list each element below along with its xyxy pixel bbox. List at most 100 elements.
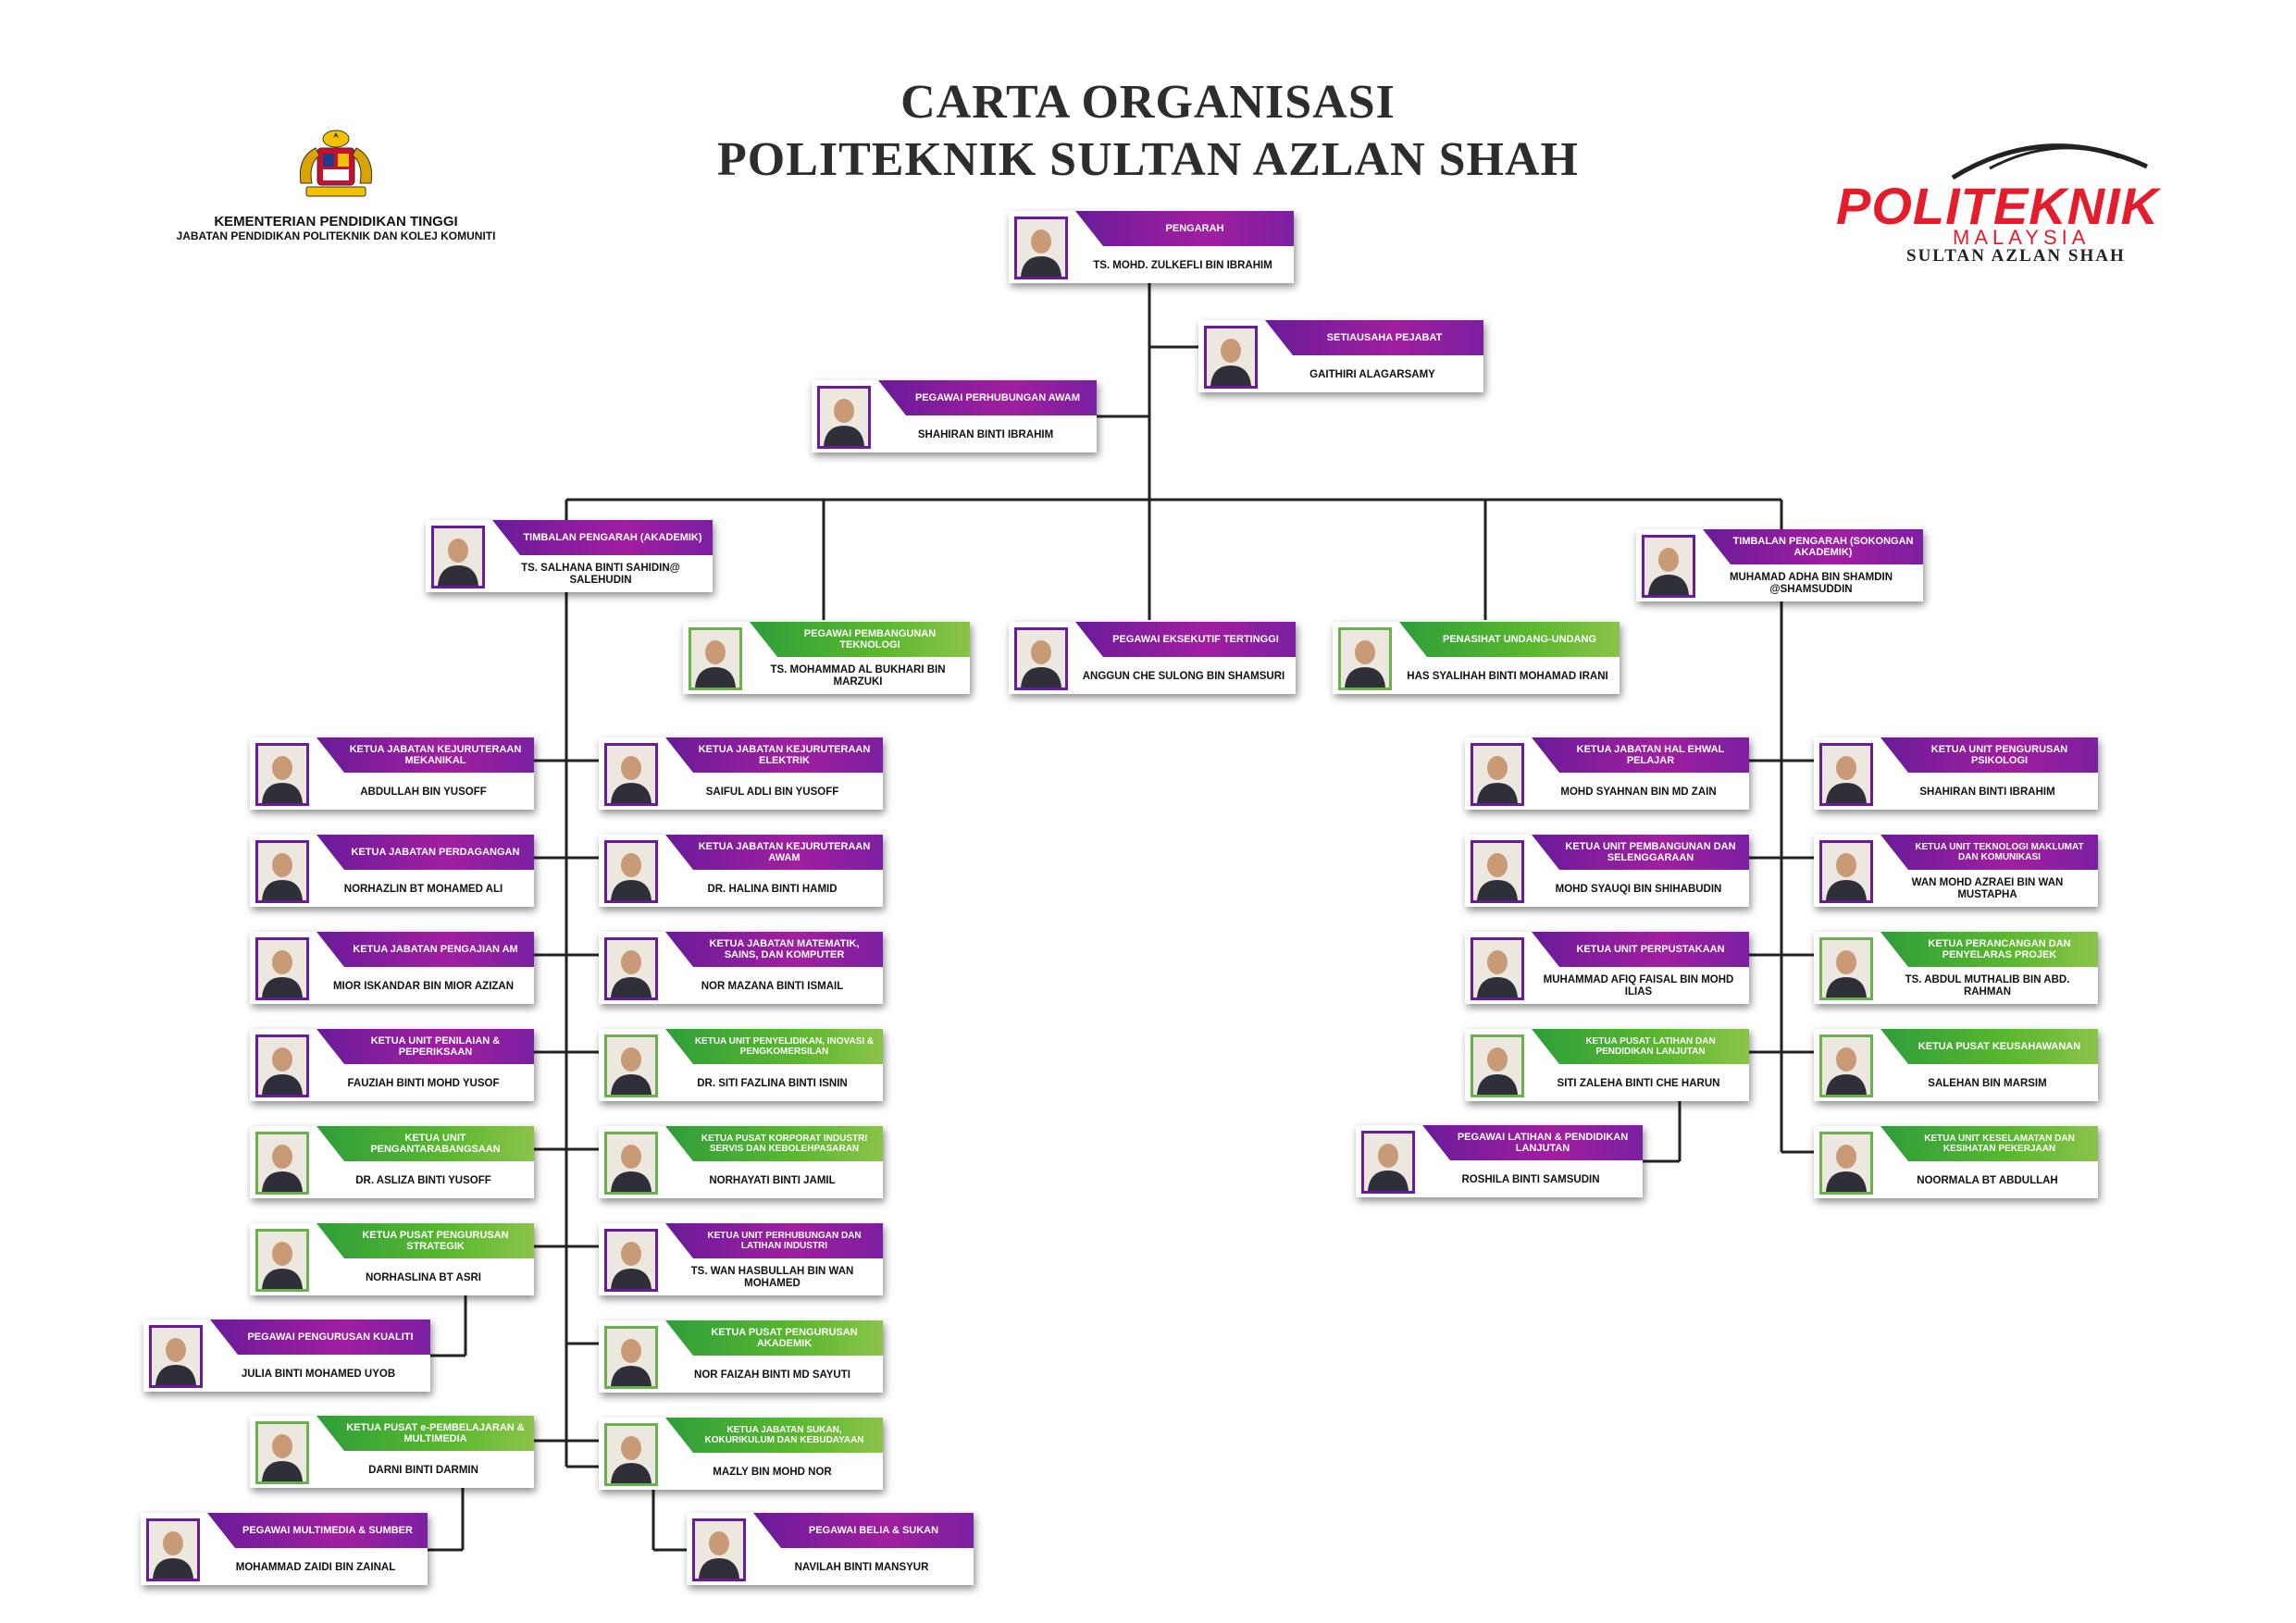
role-label: KETUA PUSAT KEUSAHAWANAN — [1880, 1029, 2098, 1064]
photo-avatar — [149, 1325, 203, 1388]
person-silhouette-icon — [1822, 843, 1870, 900]
person-silhouette-icon — [258, 1037, 306, 1095]
role-label: KETUA JABATAN MATEMATIK, SAINS, DAN KOMP… — [665, 932, 883, 967]
person-silhouette-icon — [607, 1134, 655, 1192]
card-kp-akademik: KETUA PUSAT PENGURUSAN AKADEMIK NOR FAIZ… — [599, 1320, 883, 1393]
card-setiausaha: SETIAUSAHA PEJABAT GAITHIRI ALAGARSAMY — [1198, 320, 1483, 392]
person-name: MOHAMMAD ZAIDI BIN ZAINAL — [235, 1561, 396, 1573]
ministry-name: KEMENTERIAN PENDIDIKAN TINGGI — [214, 214, 458, 229]
photo-avatar — [255, 1035, 309, 1097]
person-name: NAVILAH BINTI MANSYUR — [794, 1561, 929, 1573]
photo-avatar — [146, 1518, 200, 1581]
person-silhouette-icon — [607, 940, 655, 997]
role-label: PENASIHAT UNDANG-UNDANG — [1399, 622, 1620, 657]
person-silhouette-icon — [607, 843, 655, 900]
person-name: TS. MOHD. ZULKEFLI BIN IBRAHIM — [1093, 259, 1272, 271]
person-silhouette-icon — [1473, 746, 1521, 803]
person-silhouette-icon — [607, 1426, 655, 1483]
role-label: KETUA UNIT PENILAIAN & PEPERIKSAAN — [316, 1029, 534, 1064]
card-pembangunan-teknologi: PEGAWAI PEMBANGUNAN TEKNOLOGI TS. MOHAMM… — [683, 622, 970, 694]
role-label: PEGAWAI MULTIMEDIA & SUMBER — [207, 1513, 428, 1548]
photo-avatar — [255, 840, 309, 903]
photo-avatar — [604, 1132, 658, 1195]
person-name: ROSHILA BINTI SAMSUDIN — [1461, 1173, 1600, 1185]
person-silhouette-icon — [1207, 328, 1255, 386]
role-label: SETIAUSAHA PEJABAT — [1265, 320, 1483, 355]
person-silhouette-icon — [152, 1328, 200, 1385]
card-pegawai-multimedia: PEGAWAI MULTIMEDIA & SUMBER MOHAMMAD ZAI… — [141, 1513, 428, 1585]
role-label: PEGAWAI BELIA & SUKAN — [753, 1513, 974, 1548]
person-name: TS. ABDUL MUTHALIB BIN ABD. RAHMAN — [1905, 974, 2070, 997]
role-label: KETUA UNIT PEMBANGUNAN DAN SELENGGARAAN — [1532, 835, 1749, 870]
photo-avatar — [1471, 743, 1524, 806]
photo-avatar — [1471, 937, 1524, 1000]
person-silhouette-icon — [607, 1329, 655, 1386]
photo-avatar — [255, 1132, 309, 1195]
role-label: KETUA UNIT PERPUSTAKAAN — [1532, 932, 1749, 967]
photo-avatar — [604, 1326, 658, 1389]
card-ketua-perancangan: KETUA PERANCANGAN DAN PENYELARAS PROJEK … — [1814, 932, 2098, 1004]
role-label: KETUA JABATAN PERDAGANGAN — [316, 835, 534, 870]
person-name: GAITHIRI ALAGARSAMY — [1309, 368, 1435, 380]
person-name: MIOR ISKANDAR BIN MIOR AZIZAN — [332, 980, 515, 992]
person-name: DR. ASLIZA BINTI YUSOFF — [355, 1174, 491, 1186]
chart-title: CARTA ORGANISASI POLITEKNIK SULTAN AZLAN… — [0, 74, 2296, 189]
person-silhouette-icon — [258, 940, 306, 997]
card-kp-korporat: KETUA PUSAT KORPORAT INDUSTRI SERVIS DAN… — [599, 1126, 883, 1198]
person-silhouette-icon — [1822, 1134, 1870, 1192]
photo-avatar — [1471, 1035, 1524, 1097]
photo-avatar — [1014, 627, 1068, 690]
card-kj-pengajian-am: KETUA JABATAN PENGAJIAN AM MIOR ISKANDAR… — [250, 932, 534, 1004]
photo-avatar — [255, 1229, 309, 1292]
person-silhouette-icon — [258, 746, 306, 803]
person-silhouette-icon — [258, 1134, 306, 1192]
photo-avatar — [1338, 627, 1392, 690]
person-silhouette-icon — [1341, 630, 1389, 688]
person-name: NORHASLINA BT ASRI — [365, 1271, 481, 1283]
person-name: MOHD SYAUQI BIN SHIHABUDIN — [1555, 883, 1722, 895]
card-pengarah: PENGARAH TS. MOHD. ZULKEFLI BIN IBRAHIM — [1009, 211, 1294, 283]
person-name: DR. SITI FAZLINA BINTI ISNIN — [697, 1077, 848, 1089]
person-silhouette-icon — [1473, 843, 1521, 900]
role-label: KETUA UNIT TEKNOLOGI MAKLUMAT DAN KOMUNI… — [1880, 835, 2098, 870]
role-label: KETUA JABATAN SUKAN, KOKURIKULUM DAN KEB… — [665, 1418, 883, 1453]
person-name: NORHAZLIN BT MOHAMED ALI — [343, 883, 503, 895]
role-label: KETUA PERANCANGAN DAN PENYELARAS PROJEK — [1880, 932, 2098, 967]
card-kj-perdagangan: KETUA JABATAN PERDAGANGAN NORHAZLIN BT M… — [250, 835, 534, 907]
logo-arc-icon — [1951, 143, 2149, 180]
role-label: KETUA PUSAT e-PEMBELAJARAN & MULTIMEDIA — [316, 1416, 534, 1451]
person-name: NOORMALA BT ABDULLAH — [1917, 1174, 2058, 1186]
photo-avatar — [1819, 1035, 1873, 1097]
person-name: NOR FAIZAH BINTI MD SAYUTI — [694, 1369, 850, 1381]
person-name: MAZLY BIN MOHD NOR — [713, 1466, 832, 1478]
card-pegawai-belia: PEGAWAI BELIA & SUKAN NAVILAH BINTI MANS… — [687, 1513, 974, 1585]
person-name: JULIA BINTI MOHAMED UYOB — [241, 1368, 396, 1380]
card-ku-pembangunan: KETUA UNIT PEMBANGUNAN DAN SELENGGARAAN … — [1465, 835, 1749, 907]
photo-avatar — [604, 937, 658, 1000]
photo-avatar — [604, 1423, 658, 1486]
person-silhouette-icon — [258, 843, 306, 900]
person-name: DR. HALINA BINTI HAMID — [707, 883, 838, 895]
photo-avatar — [255, 937, 309, 1000]
photo-avatar — [1361, 1131, 1415, 1194]
card-kp-latihan: KETUA PUSAT LATIHAN DAN PENDIDIKAN LANJU… — [1465, 1029, 1749, 1101]
role-label: KETUA JABATAN KEJURUTERAAN AWAM — [665, 835, 883, 870]
person-silhouette-icon — [607, 1037, 655, 1095]
photo-avatar — [604, 743, 658, 806]
person-silhouette-icon — [1644, 538, 1693, 595]
person-name: DARNI BINTI DARMIN — [368, 1464, 478, 1476]
role-label: KETUA UNIT PERHUBUNGAN DAN LATIHAN INDUS… — [665, 1223, 883, 1258]
card-ku-perhubungan-industri: KETUA UNIT PERHUBUNGAN DAN LATIHAN INDUS… — [599, 1223, 883, 1295]
role-label: PEGAWAI LATIHAN & PENDIDIKAN LANJUTAN — [1422, 1125, 1643, 1160]
photo-avatar — [1471, 840, 1524, 903]
role-label: KETUA UNIT PENYELIDIKAN, INOVASI & PENGK… — [665, 1029, 883, 1064]
person-name: MOHD SYAHNAN BIN MD ZAIN — [1560, 786, 1717, 798]
person-silhouette-icon — [607, 746, 655, 803]
person-name: SAIFUL ADLI BIN YUSOFF — [705, 786, 839, 798]
coat-of-arms-icon — [299, 130, 373, 197]
card-ku-penilaian: KETUA UNIT PENILAIAN & PEPERIKSAAN FAUZI… — [250, 1029, 534, 1101]
photo-avatar — [255, 743, 309, 806]
card-penasihat-undang: PENASIHAT UNDANG-UNDANG HAS SYALIHAH BIN… — [1333, 622, 1620, 694]
role-label: TIMBALAN PENGARAH (SOKONGAN AKADEMIK) — [1703, 529, 1923, 564]
